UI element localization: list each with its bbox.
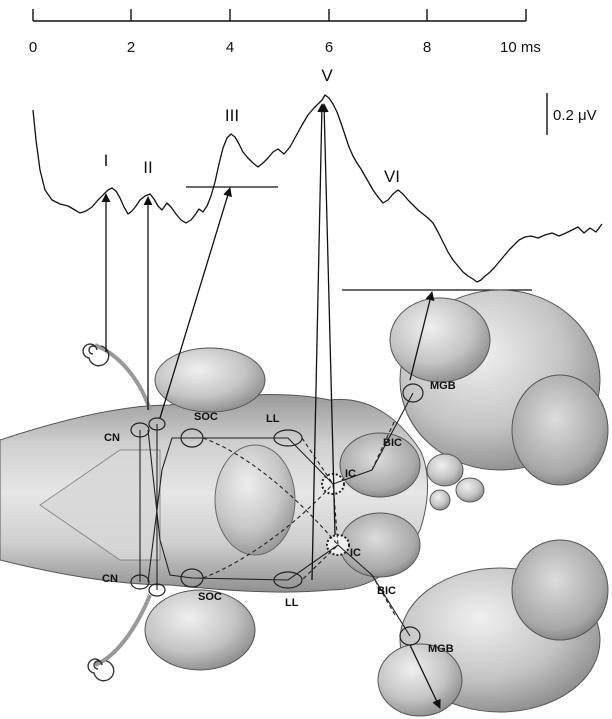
label-cn-bottom: CN (102, 573, 118, 585)
amplitude-scale-bar: 0.2 μV (547, 93, 597, 135)
midline-structure (215, 445, 295, 555)
colliculus (340, 433, 420, 497)
abr-waveform (33, 95, 602, 282)
time-axis-tick-label: 2 (127, 39, 135, 56)
pineal-body (427, 454, 463, 486)
label-cn-top: CN (104, 432, 120, 444)
brainstem-illustration: CN SOC LL IC BIC MGB CN SOC LL IC BIC MG… (0, 290, 608, 716)
label-bic-top: BIC (383, 437, 402, 449)
cochlea-icon (88, 659, 114, 681)
label-soc-top: SOC (194, 411, 218, 423)
wave-label-V: V (321, 66, 333, 85)
label-soc-bottom: SOC (198, 591, 222, 603)
time-axis-tick-label: 0 (29, 39, 37, 56)
cochlear-nerve (95, 595, 150, 665)
time-axis-tick-label: 6 (325, 39, 333, 56)
wave-label-VI: VI (384, 167, 400, 186)
brain-lobe (512, 375, 608, 485)
scale-bar-label: 0.2 μV (553, 107, 597, 124)
pineal-body (430, 490, 450, 510)
label-mgb-bottom: MGB (428, 643, 454, 655)
time-axis-tick-label: 4 (226, 39, 234, 56)
brain-lobe (390, 298, 490, 382)
label-ll-bottom: LL (285, 597, 299, 609)
colliculus (340, 513, 420, 577)
time-axis-tick-label: 8 (423, 39, 431, 56)
time-axis-tick-label: 10 ms (500, 39, 541, 56)
cochlear-nerve (95, 345, 150, 410)
cochlea-icon (83, 344, 109, 366)
label-bic-bottom: BIC (377, 585, 396, 597)
time-axis: 0 2 4 6 8 10 ms (29, 9, 541, 56)
label-ic-bottom: IC (350, 547, 361, 559)
wave-label-II: II (143, 158, 152, 177)
wave-label-III: III (225, 106, 239, 125)
wave-label-I: I (104, 151, 109, 170)
label-ic-top: IC (345, 468, 356, 480)
label-ll-top: LL (266, 413, 280, 425)
label-mgb-top: MGB (430, 380, 456, 392)
brain-lobe (512, 540, 608, 640)
pineal-body (456, 478, 484, 502)
